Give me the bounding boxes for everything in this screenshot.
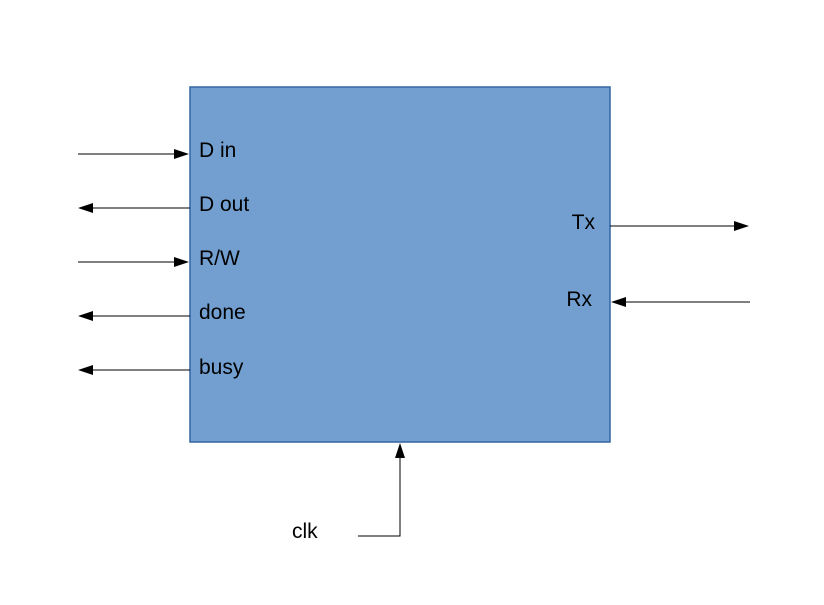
bottom-port-clk: clk [292,443,405,543]
d-in-label: D in [199,139,236,162]
d-out-label: D out [199,193,249,216]
done-arrowhead [78,311,93,321]
r-w-label: R/W [199,247,240,270]
clk-label: clk [292,520,318,543]
main-block [189,86,611,443]
left-port-busy: busy [78,356,244,379]
done-label: done [199,301,246,324]
right-port-tx: Tx [572,211,749,234]
right-port-rx: Rx [566,288,750,311]
busy-label: busy [199,356,244,379]
clk-wire [358,456,401,537]
tx-label: Tx [572,211,596,234]
d-out-arrowhead [78,203,93,213]
r-w-arrowhead [174,257,189,267]
left-port-r-w: R/W [78,247,240,270]
rx-arrowhead [611,297,626,307]
rx-label: Rx [566,288,592,311]
d-in-arrowhead [174,149,189,159]
left-port-d-out: D out [78,193,249,216]
left-port-done: done [78,301,246,324]
left-port-d-in: D in [78,139,236,162]
busy-arrowhead [78,365,93,375]
tx-arrowhead [734,221,749,231]
clk-arrowhead [395,443,405,458]
